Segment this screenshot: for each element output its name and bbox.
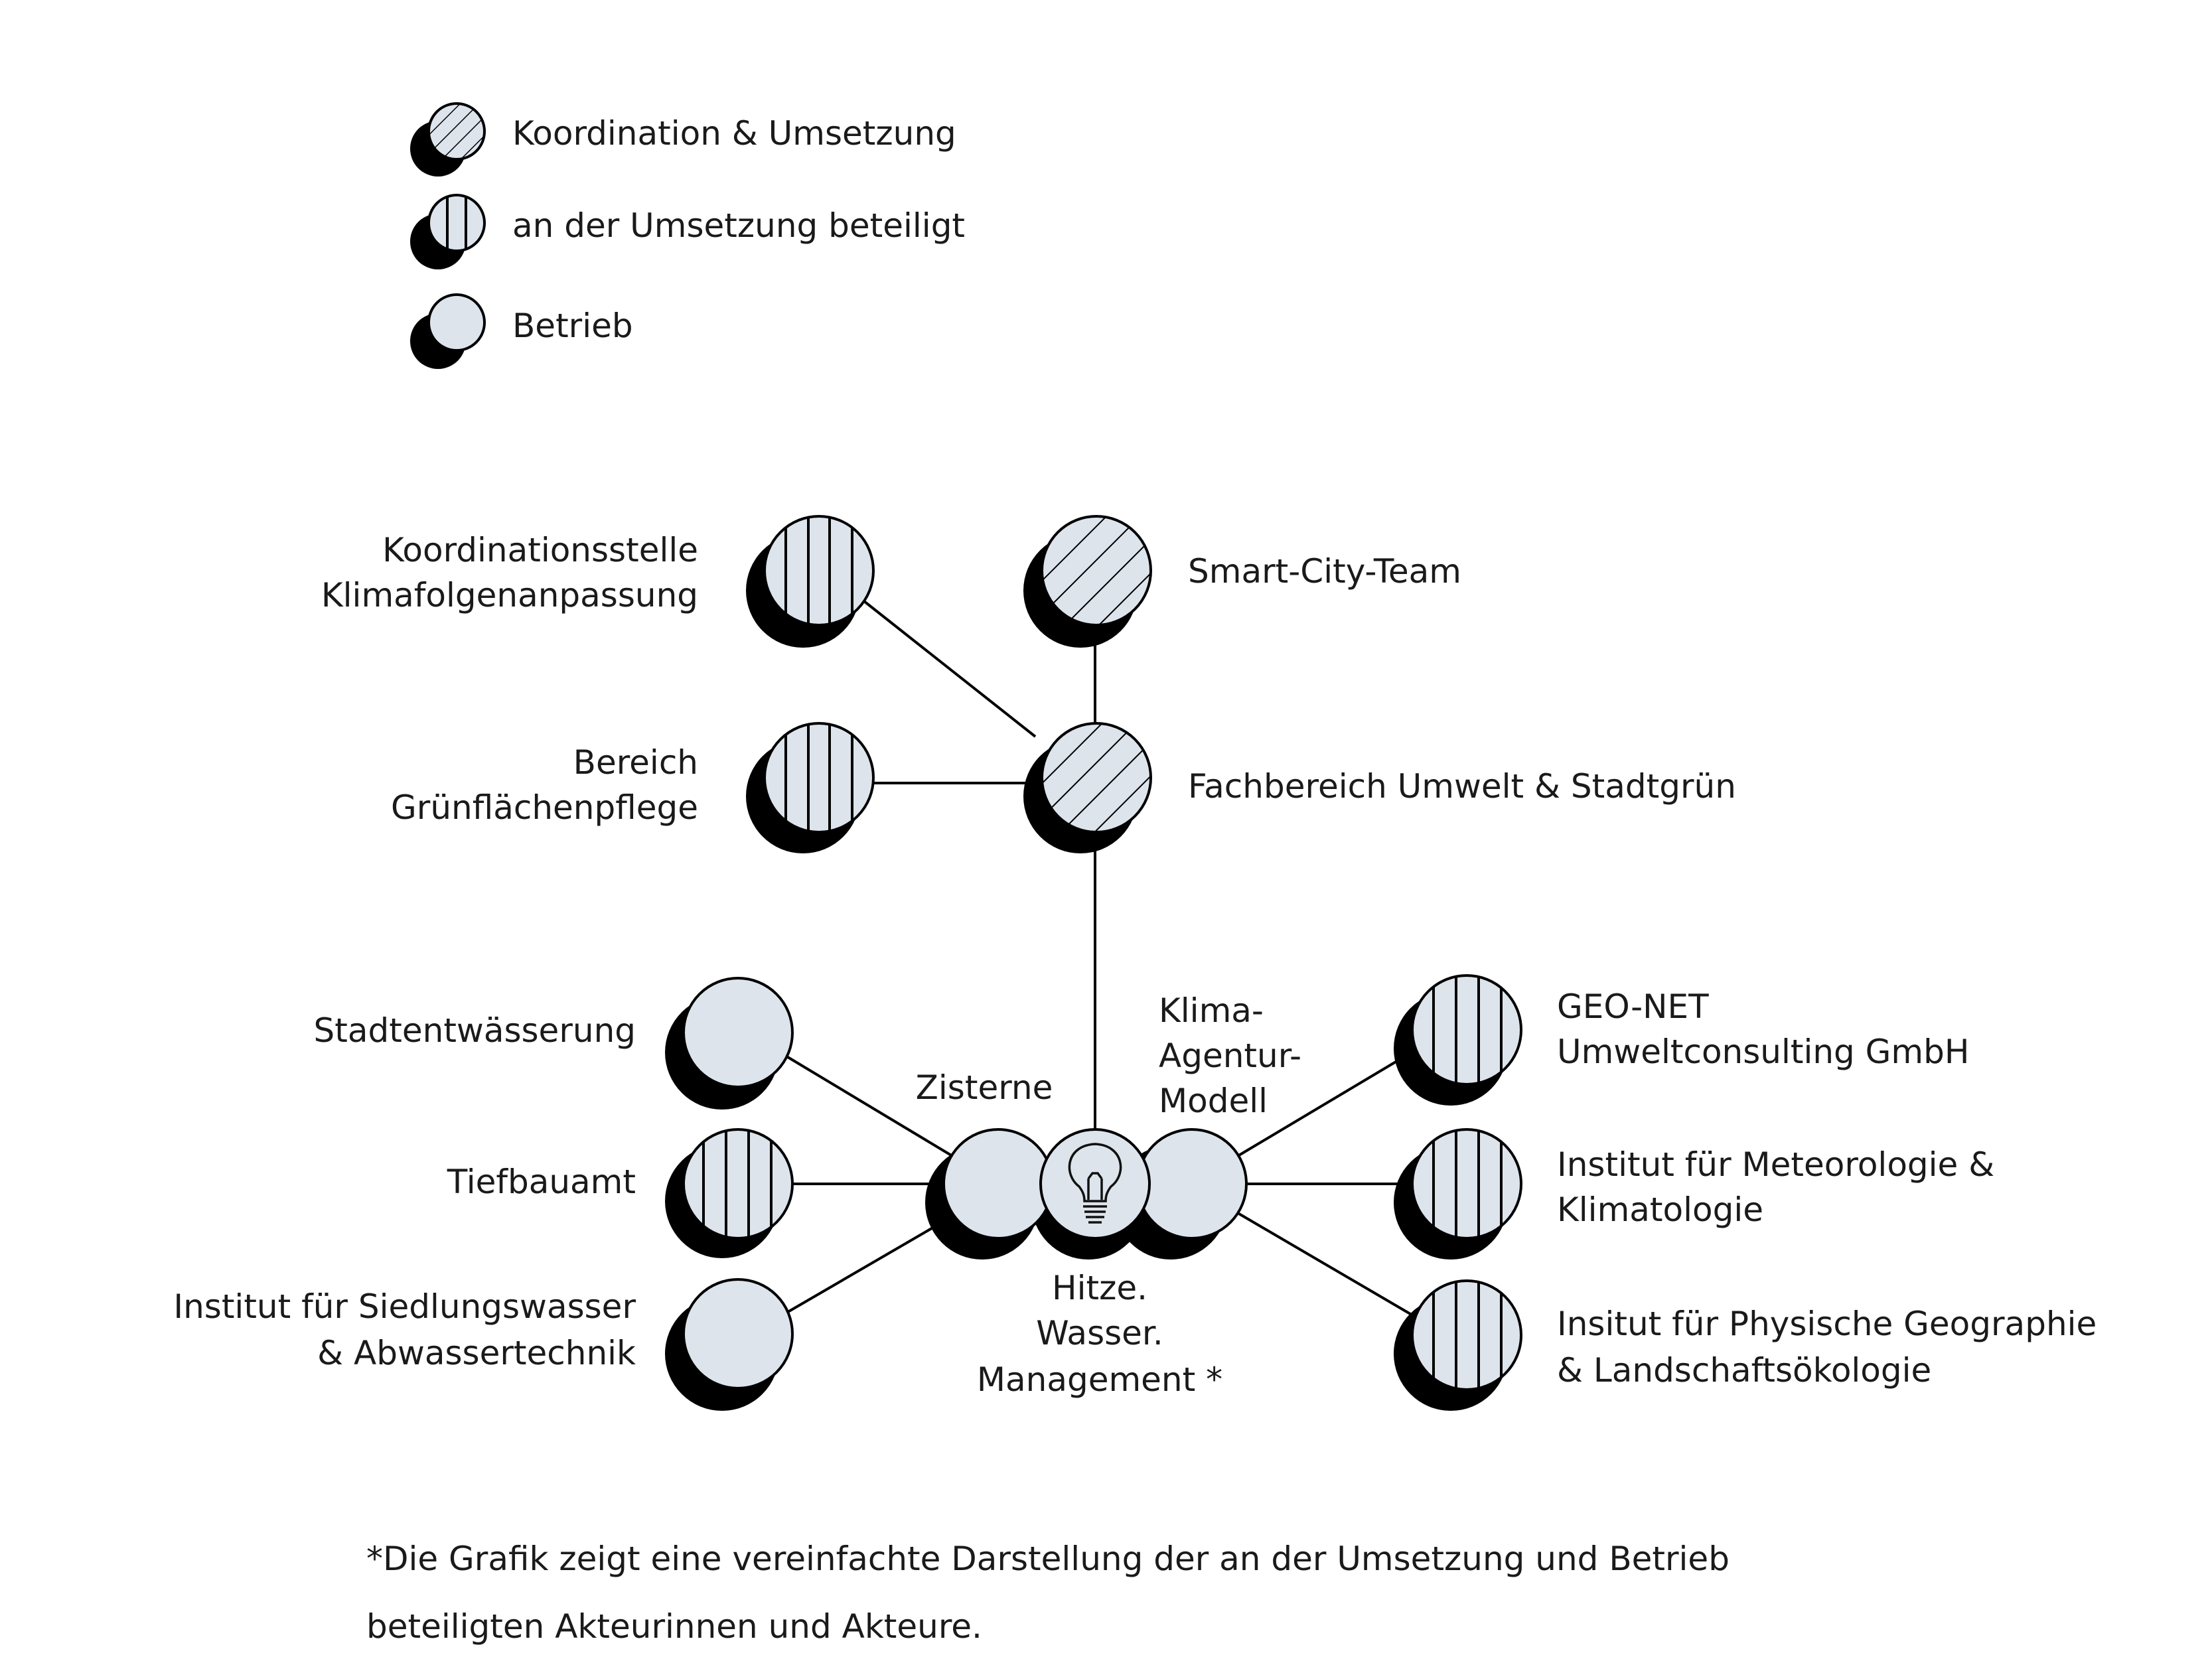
label-siedlungswasser-2: & Abwassertechnik (317, 1334, 636, 1372)
node-siedlungswasser (665, 1278, 794, 1411)
label-geo-net-1: GEO-NET (1557, 987, 1709, 1026)
label-klima-modell-3: Modell (1159, 1082, 1268, 1120)
label-zisterne: Zisterne (916, 1068, 1053, 1107)
label-geo-net-2: Umweltconsulting GmbH (1557, 1033, 1969, 1071)
legend-operation-label: Betrieb (512, 307, 633, 345)
label-fachbereich: Fachbereich Umwelt & Stadtgrün (1188, 767, 1736, 806)
label-gruenflaechen-2: Grünflächenpflege (391, 788, 698, 827)
legend-coordination-label: Koordination & Umsetzung (512, 114, 956, 153)
node-geo-net (1394, 974, 1522, 1106)
connector-stadtentwaesserung (783, 1054, 957, 1159)
connector-geonet (1233, 1054, 1408, 1159)
hub-cluster (925, 1128, 1248, 1260)
label-siedlungswasser-1: Institut für Siedlungswasser (173, 1287, 636, 1326)
node-koordinationsstelle (746, 515, 875, 648)
label-koordinationsstelle-1: Koordinationsstelle (382, 531, 698, 569)
label-geographie-1: Insitut für Physische Geographie (1557, 1305, 2097, 1343)
legend-participating-label: an der Umsetzung beteiligt (512, 206, 965, 245)
connector-geographie (1233, 1210, 1412, 1315)
node-meteorologie (1394, 1128, 1522, 1260)
node-zisterne (942, 1128, 1054, 1240)
label-tiefbauamt: Tiefbauamt (447, 1163, 636, 1201)
label-meteorologie-2: Klimatologie (1557, 1190, 1763, 1229)
label-geographie-2: & Landschaftsökologie (1557, 1351, 1931, 1390)
node-smart-city-team (1023, 515, 1152, 648)
label-smart-city-team: Smart-City-Team (1188, 552, 1461, 591)
footnote-line-2: beteiligten Akteurinnen und Akteure. (366, 1607, 982, 1646)
node-klima-modell (1136, 1128, 1248, 1240)
label-hub-1: Hitze. (1052, 1269, 1147, 1307)
label-gruenflaechen-1: Bereich (573, 743, 698, 782)
lightbulb-icon (1068, 1143, 1122, 1224)
legend-participating-marker (410, 194, 486, 269)
label-hub-3: Management * (977, 1360, 1222, 1399)
label-meteorologie-1: Institut für Meteorologie & (1557, 1145, 1994, 1184)
label-klima-modell-2: Agentur- (1159, 1037, 1301, 1075)
legend-coordination-marker (410, 102, 486, 177)
node-tiefbauamt (665, 1128, 794, 1258)
connectors (783, 600, 1412, 1315)
node-hub (1039, 1128, 1151, 1240)
connector-siedlungswasser (783, 1213, 957, 1315)
label-hub-2: Wasser. (1036, 1314, 1163, 1352)
footnote-line-1: *Die Grafik zeigt eine vereinfachte Dars… (366, 1540, 1730, 1578)
connector-koordination-fachbereich (863, 600, 1037, 738)
label-stadtentwaesserung: Stadtentwässerung (314, 1011, 636, 1050)
label-klima-modell-1: Klima- (1159, 991, 1264, 1030)
node-gruenflaechenpflege (746, 722, 875, 853)
node-stadtentwaesserung (665, 977, 794, 1110)
label-koordinationsstelle-2: Klimafolgenanpassung (321, 576, 698, 614)
node-geographie (1394, 1279, 1522, 1411)
legend: Koordination & Umsetzung an der Umsetzun… (410, 102, 965, 369)
node-fachbereich (1023, 722, 1152, 853)
legend-operation-marker (410, 293, 486, 369)
